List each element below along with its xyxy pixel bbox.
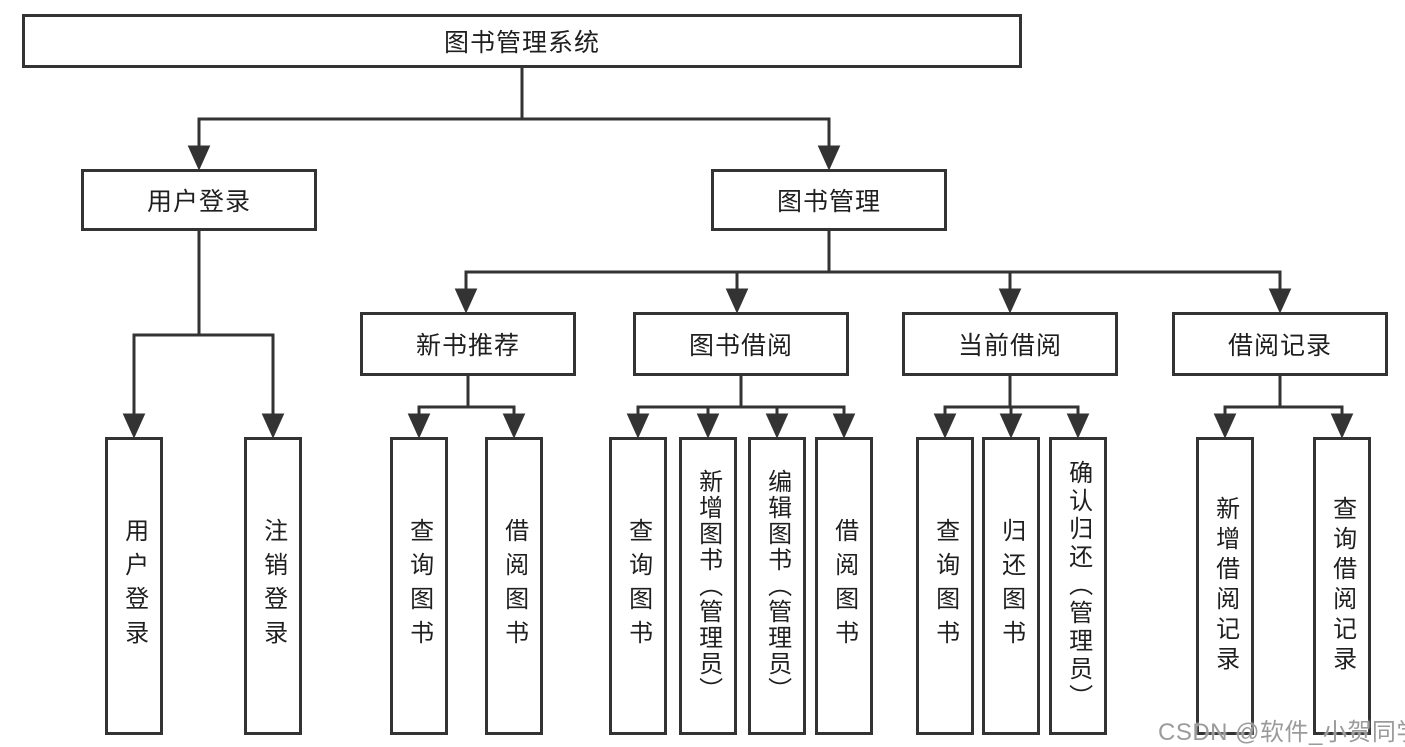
node-current-borrowing: 当前借阅 — [902, 312, 1118, 376]
leaf-edit-book-admin: 编辑图书（管理员） — [748, 437, 806, 735]
leaf-query-borrow-record: 查询借阅记录 — [1313, 437, 1371, 735]
leaf-query-books-borrowing: 查询图书 — [609, 437, 667, 735]
leaf-return-books: 归还图书 — [982, 437, 1040, 735]
leaf-label: 借阅图书 — [500, 518, 528, 654]
leaf-label: 确认归还（管理员） — [1064, 460, 1092, 712]
leaf-query-books-current: 查询图书 — [916, 437, 974, 735]
leaf-borrow-books-recommend: 借阅图书 — [485, 437, 543, 735]
leaf-user-login: 用户登录 — [105, 437, 163, 735]
leaf-label: 查询图书 — [624, 518, 652, 654]
leaf-label: 编辑图书（管理员） — [763, 469, 791, 703]
leaf-add-borrow-record: 新增借阅记录 — [1196, 437, 1254, 735]
leaf-add-book-admin: 新增图书（管理员） — [679, 437, 737, 735]
watermark: CSDN @软件_小贺同学 — [1158, 719, 1405, 746]
leaf-label: 借阅图书 — [830, 518, 858, 654]
connector-line — [132, 66, 1344, 409]
leaf-label: 新增图书（管理员） — [694, 469, 722, 703]
node-book-management: 图书管理 — [711, 169, 947, 231]
leaf-label: 查询图书 — [405, 518, 433, 654]
leaf-logout: 注销登录 — [244, 437, 302, 735]
node-borrow-records: 借阅记录 — [1172, 312, 1388, 376]
node-user-login: 用户登录 — [81, 169, 317, 231]
leaf-label: 查询图书 — [931, 518, 959, 654]
node-book-borrowing: 图书借阅 — [633, 312, 849, 376]
leaf-label: 查询借阅记录 — [1328, 496, 1356, 676]
leaf-confirm-return-admin: 确认归还（管理员） — [1049, 437, 1107, 735]
leaf-label: 注销登录 — [259, 518, 287, 654]
leaf-query-books-recommend: 查询图书 — [390, 437, 448, 735]
leaf-borrow-books: 借阅图书 — [815, 437, 873, 735]
leaf-label: 用户登录 — [120, 518, 148, 654]
node-new-book-recommend: 新书推荐 — [360, 312, 576, 376]
node-library-system: 图书管理系统 — [22, 14, 1022, 68]
leaf-label: 归还图书 — [997, 518, 1025, 654]
connector-arrow-icons — [122, 119, 1354, 439]
leaf-label: 新增借阅记录 — [1211, 496, 1239, 676]
